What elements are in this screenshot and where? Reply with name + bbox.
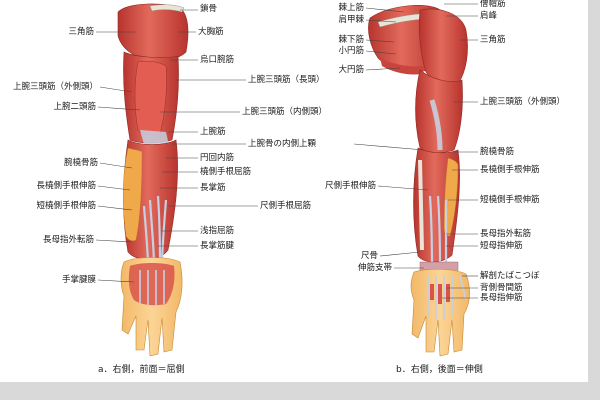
label-flexor-carpi-ulnaris: 尺側手根屈筋: [260, 201, 312, 211]
label-scapular-spine: 肩甲棘: [338, 15, 364, 25]
biceps-shape: [134, 60, 167, 136]
label-deltoid-b: 三角筋: [480, 35, 506, 45]
hand-back: [410, 268, 470, 357]
page-edge-right: [588, 0, 600, 400]
label-dorsal-interossei: 背側骨間筋: [480, 283, 523, 293]
arm-front-view: [117, 3, 189, 357]
label-palmar-aponeurosis: 手掌腱膜: [61, 275, 96, 285]
upper-arm-back: [415, 69, 463, 154]
label-pronator-teres: 円回内筋: [200, 153, 235, 163]
caption-a: a．右側，前面＝屈側: [98, 365, 185, 375]
label-ecr-longus-a: 長橈側手根伸筋: [36, 181, 96, 191]
label-fds: 浅指屈筋: [200, 226, 235, 236]
forearm-tendons: [142, 195, 168, 267]
label-extensor-retinaculum: 伸筋支帯: [357, 263, 392, 273]
label-brachioradialis-a: 腕橈骨筋: [63, 158, 98, 168]
label-flexor-carpi-radialis: 橈側手根屈筋: [200, 167, 252, 177]
label-apl-a: 長母指外転筋: [42, 235, 94, 245]
label-clavicle: 鎖骨: [200, 4, 218, 14]
label-palmaris-longus: 長掌筋: [200, 183, 226, 193]
label-ecr-brevis-a: 短橈側手根伸筋: [36, 201, 96, 211]
brachioradialis-shape: [123, 147, 143, 241]
label-pectoralis-major: 大胸筋: [198, 27, 224, 37]
label-extensor-carpi-ulnaris: 尺側手根伸筋: [324, 181, 376, 191]
label-infraspinatus: 棘下筋: [338, 35, 364, 45]
caption-b: b．右側，後面＝伸側: [396, 365, 483, 375]
label-epb: 短母指伸筋: [480, 241, 523, 251]
triceps-tendon: [429, 99, 443, 151]
label-triceps-long: 上腕三頭筋（長頭）: [248, 75, 325, 85]
label-biceps: 上腕二頭筋: [53, 102, 96, 112]
label-coracobrachialis: 烏口腕筋: [200, 55, 235, 65]
leader-lines: [95, 3, 478, 299]
label-deltoid-a: 三角筋: [68, 27, 94, 37]
label-apl-b: 長母指外転筋: [480, 229, 532, 239]
label-ecr-brevis-b: 短橈側手根伸筋: [480, 195, 540, 205]
brachioradialis-back: [443, 157, 459, 237]
label-palmaris-tendon: 長掌筋腱: [200, 241, 235, 251]
label-snuffbox: 解剖たばこつぼ: [480, 271, 540, 281]
ulna-strip: [418, 160, 424, 250]
label-acromion: 肩峰: [480, 11, 498, 21]
teres-major-shape: [380, 58, 424, 75]
page-edge-bottom: [0, 382, 600, 400]
label-triceps-medial: 上腕三頭筋（内側頭）: [242, 107, 328, 117]
label-medial-epicondyle: 上腕骨の内側上顆: [248, 139, 317, 149]
label-triceps-lateral-b: 上腕三頭筋（外側頭）: [480, 97, 566, 107]
label-epl: 長母指伸筋: [480, 293, 523, 303]
deltoid-front: [117, 3, 189, 62]
label-brachioradialis-b: 腕橈骨筋: [480, 147, 515, 157]
deltoid-back: [418, 8, 468, 85]
label-brachialis: 上腕筋: [200, 127, 226, 137]
label-ulna: 尺骨: [360, 251, 378, 261]
palm-muscles: [128, 263, 175, 306]
label-teres-major: 大円筋: [338, 65, 364, 75]
clavicle-shape: [149, 4, 185, 13]
interossei-shape: [430, 284, 450, 304]
label-supraspinatus: 棘上筋: [338, 3, 364, 13]
label-ecr-longus-b: 長橈側手根伸筋: [480, 165, 540, 175]
arm-back-view: [368, 5, 470, 357]
label-trapezius: 僧帽筋: [480, 0, 506, 9]
palm-tendons: [139, 270, 165, 306]
label-teres-minor: 小円筋: [338, 46, 364, 56]
label-triceps-lateral-a: 上腕三頭筋（外側頭）: [12, 82, 98, 92]
